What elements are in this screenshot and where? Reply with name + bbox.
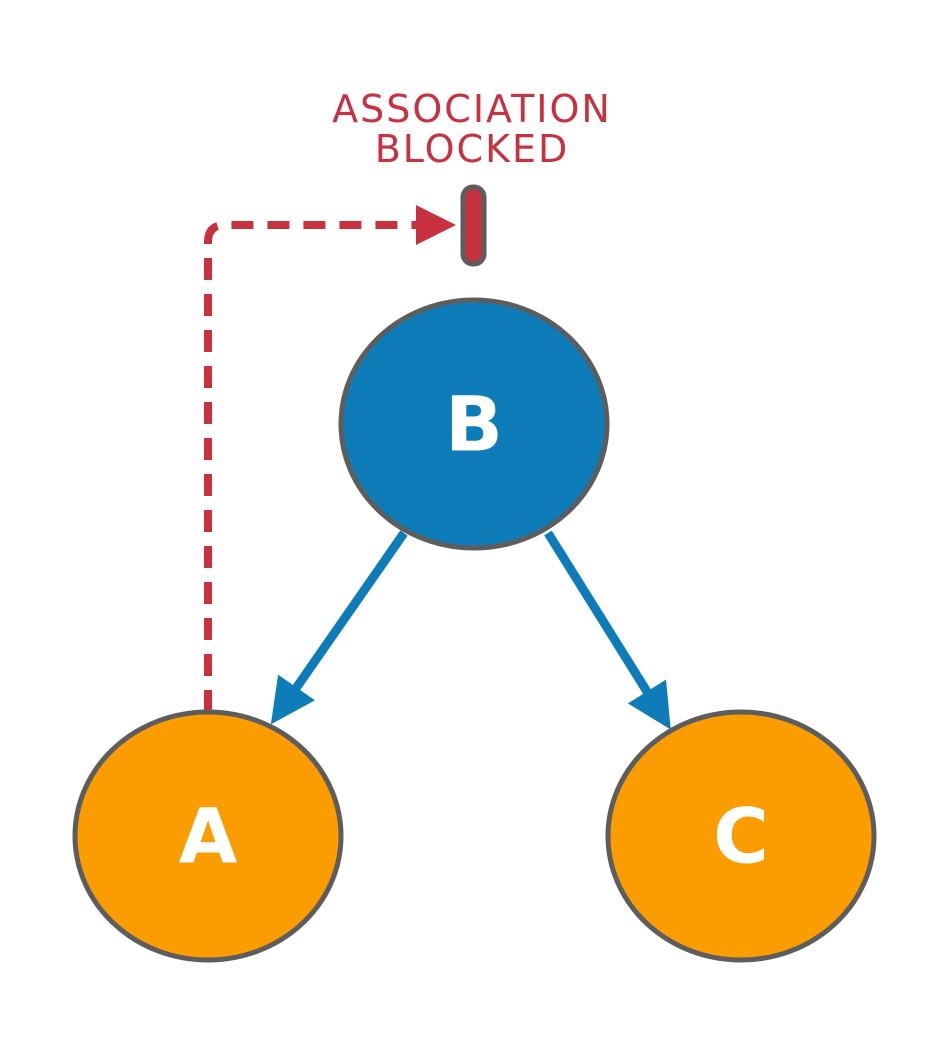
node-c[interactable]: C [605,709,877,963]
edge-b-to-c [544,530,671,730]
edge-b-to-a [270,530,408,725]
node-a-circle [72,709,344,963]
node-a-label: A [179,792,238,881]
blocked-label-line2: BLOCKED [375,127,570,171]
node-c-circle [605,709,877,963]
node-b[interactable]: B [338,297,610,551]
node-b-label: B [445,380,503,469]
blocked-association-edge [204,205,456,712]
node-a[interactable]: A [72,709,344,963]
node-c-label: C [713,792,769,881]
blocked-label-line1: ASSOCIATION [332,87,612,131]
node-b-circle [338,297,610,551]
block-bar [460,184,487,267]
